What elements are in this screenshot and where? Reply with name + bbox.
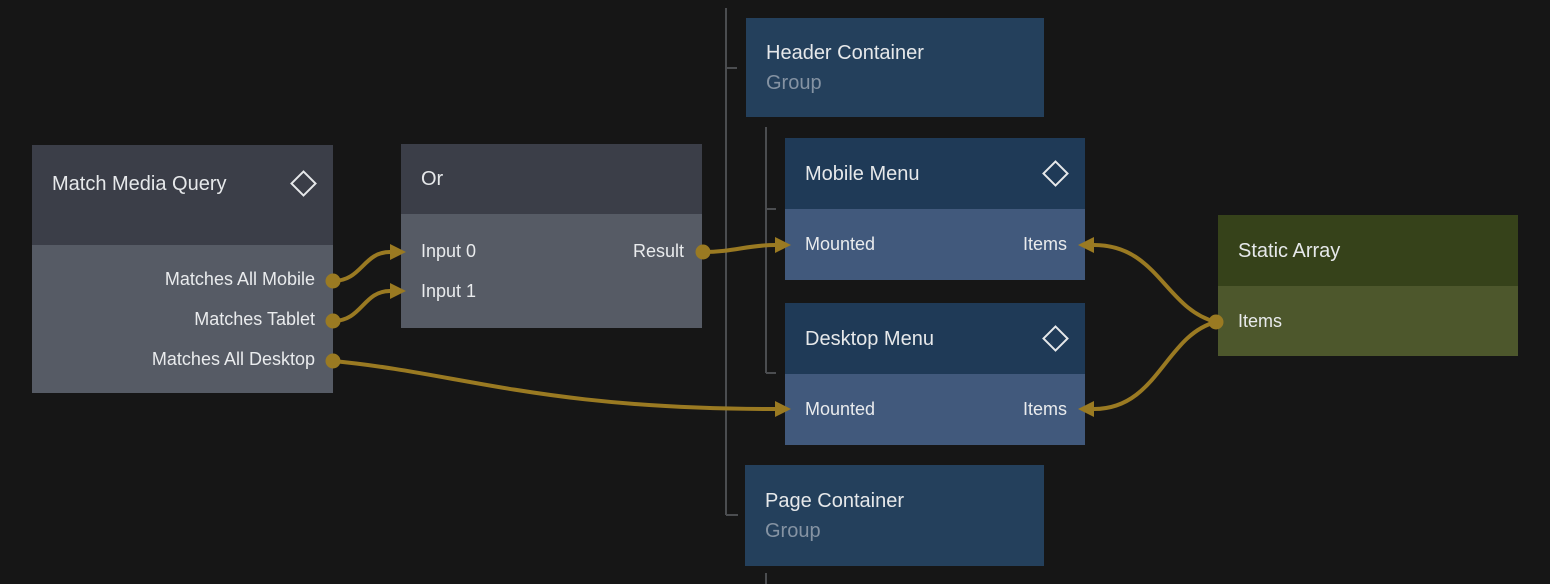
port-row: Mounted Items: [785, 225, 1085, 265]
node-body: Mounted Items: [785, 209, 1085, 280]
node-body: Mounted Items: [785, 374, 1085, 445]
node-title: Static Array: [1238, 239, 1341, 262]
port-label[interactable]: Result: [632, 240, 684, 261]
port-label[interactable]: Matches Tablet: [194, 308, 315, 329]
port-row: Input 1: [401, 271, 702, 311]
port-label[interactable]: Input 1: [421, 280, 477, 301]
port-row: Matches All Desktop: [32, 339, 333, 379]
port-label[interactable]: Mounted: [805, 399, 876, 419]
port-label[interactable]: Items: [1238, 310, 1283, 331]
port-label[interactable]: Items: [1022, 399, 1067, 419]
node-title: Header Container: [766, 41, 924, 64]
node-header: Match Media Query: [32, 145, 333, 245]
node-title: Match Media Query: [52, 173, 227, 195]
node-title: Page Container: [765, 489, 904, 512]
port-row: Input 0 Result: [401, 231, 702, 271]
node-title: Mobile Menu: [805, 162, 920, 185]
node-subtitle: Group: [766, 71, 822, 94]
port-label[interactable]: Matches All Mobile: [164, 268, 315, 289]
node-header: Static Array: [1218, 215, 1518, 286]
port-label[interactable]: Mounted: [805, 234, 876, 254]
diamond-icon: [290, 170, 317, 197]
node-title: Or: [421, 168, 444, 190]
port-row: Mounted Items: [785, 390, 1085, 430]
port-row: Matches All Mobile: [32, 259, 333, 299]
node-subtitle: Group: [765, 519, 821, 542]
node-body: Items: [1218, 286, 1518, 356]
port-label[interactable]: Matches All Desktop: [151, 348, 315, 369]
port-row: Matches Tablet: [32, 299, 333, 339]
port-row: Items: [1218, 301, 1518, 341]
node-header: Mobile Menu: [785, 138, 1085, 209]
port-label[interactable]: Input 0: [421, 240, 477, 261]
node-title: Desktop Menu: [805, 327, 934, 350]
node-header: Desktop Menu: [785, 303, 1085, 374]
diamond-icon: [1042, 325, 1069, 352]
node-header: Or: [401, 144, 702, 214]
diamond-icon: [1042, 160, 1069, 187]
port-label[interactable]: Items: [1022, 234, 1067, 254]
